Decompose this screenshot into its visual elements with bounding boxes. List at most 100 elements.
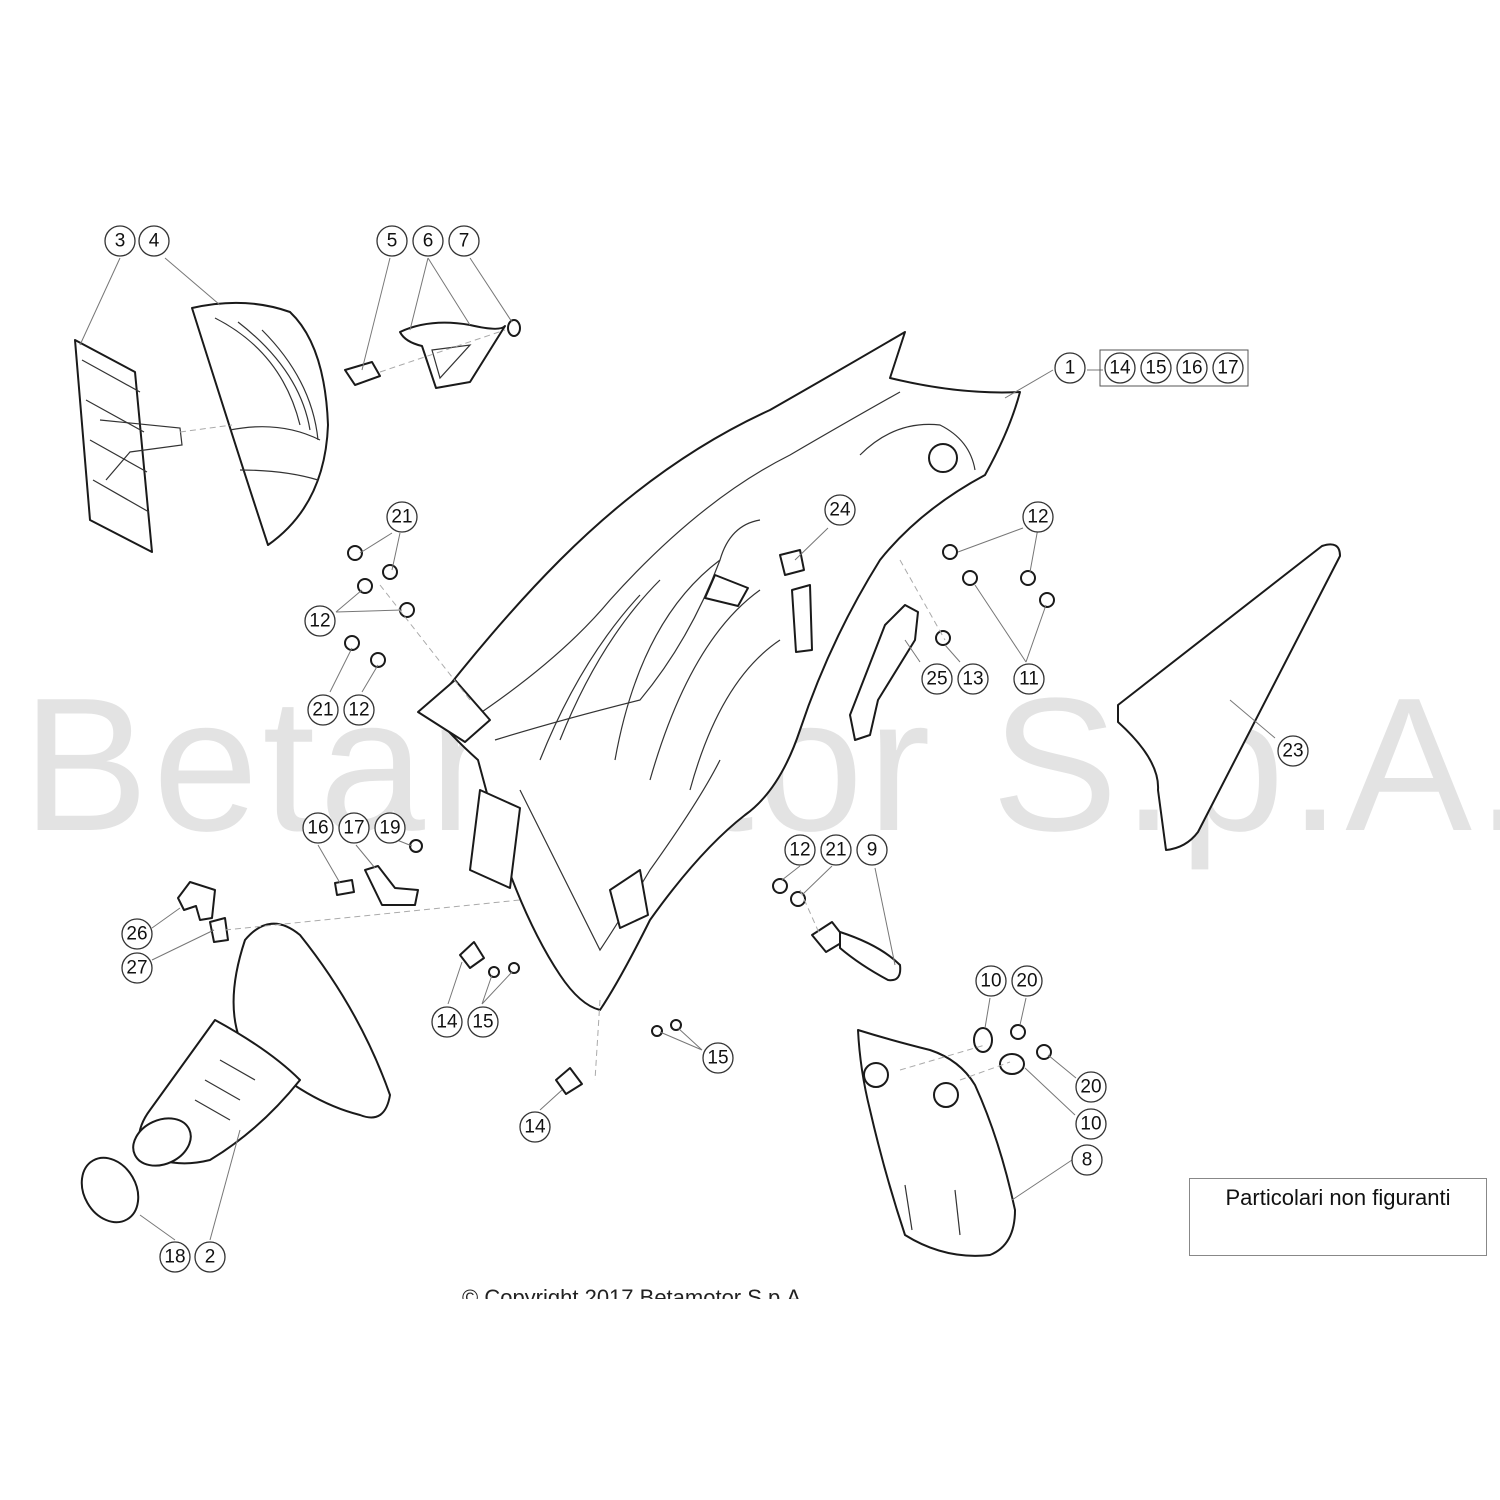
- callout-20-upper: 20: [1011, 965, 1043, 997]
- callout-10-upper: 10: [975, 965, 1007, 997]
- svg-text:12: 12: [309, 611, 330, 632]
- svg-text:3: 3: [115, 231, 126, 252]
- svg-text:7: 7: [459, 231, 470, 252]
- svg-text:23: 23: [1282, 741, 1303, 762]
- clip-14b: [555, 1067, 583, 1095]
- callout-12-lower: 12: [784, 834, 816, 866]
- leader-lines: [79, 257, 1276, 1241]
- clip-14a: [459, 941, 485, 969]
- svg-text:14: 14: [524, 1117, 546, 1138]
- svg-text:21: 21: [825, 840, 846, 861]
- svg-text:10: 10: [980, 971, 1001, 992]
- svg-text:8: 8: [1082, 1150, 1093, 1171]
- svg-text:19: 19: [379, 818, 400, 839]
- vent-clip: [209, 917, 229, 943]
- svg-text:12: 12: [348, 700, 369, 721]
- svg-text:15: 15: [1145, 358, 1166, 379]
- intake-boot: [132, 922, 391, 1167]
- svg-text:5: 5: [387, 231, 398, 252]
- bracket-17: [364, 865, 419, 906]
- copyright-text: © Copyright 2017 Betamotor S.p.A.: [462, 1285, 807, 1310]
- air-filter-element: [191, 301, 329, 546]
- svg-text:16: 16: [1181, 358, 1202, 379]
- callout-19: 19: [374, 812, 406, 844]
- callout-13: 13: [957, 663, 989, 695]
- callout-16: 16: [302, 812, 334, 844]
- callout-15-lower: 15: [702, 1042, 734, 1074]
- bracket-24b: [791, 584, 813, 653]
- svg-text:6: 6: [423, 231, 434, 252]
- bracket-24: [779, 549, 805, 576]
- callout-24: 24: [824, 494, 856, 526]
- svg-text:11: 11: [1019, 669, 1039, 690]
- svg-text:27: 27: [126, 958, 147, 979]
- kit-item-15: 15: [1140, 352, 1172, 384]
- svg-text:15: 15: [472, 1012, 493, 1033]
- callout-1: 1: [1054, 352, 1086, 384]
- svg-text:12: 12: [1027, 507, 1048, 528]
- filter-cage-plate: [74, 339, 153, 553]
- svg-text:17: 17: [343, 818, 364, 839]
- heat-shield: [857, 1029, 1016, 1257]
- bracket-25: [849, 604, 919, 741]
- callout-7: 7: [448, 225, 480, 257]
- filter-clip-pin: [344, 361, 381, 386]
- svg-text:4: 4: [149, 231, 160, 252]
- copyright-clip: © Copyright 2017 Betamotor S.p.A.: [462, 1285, 807, 1310]
- filter-clip-assembly: [344, 319, 521, 389]
- svg-text:10: 10: [1080, 1114, 1101, 1135]
- airbox-body: [417, 331, 1021, 1011]
- callout-27: 27: [121, 952, 153, 984]
- svg-text:24: 24: [829, 500, 851, 521]
- callout-26: 26: [121, 918, 153, 950]
- svg-text:15: 15: [707, 1048, 728, 1069]
- beta-logo-plate: [704, 574, 749, 607]
- vent-elbow: [177, 881, 216, 921]
- svg-text:17: 17: [1217, 358, 1238, 379]
- kit-item-14: 14: [1104, 352, 1136, 384]
- callout-12-right: 12: [1022, 501, 1054, 533]
- callout-15-mid: 15: [467, 1006, 499, 1038]
- svg-text:26: 26: [126, 924, 147, 945]
- svg-text:18: 18: [164, 1247, 185, 1268]
- callout-20-lower: 20: [1075, 1071, 1107, 1103]
- svg-text:1: 1: [1065, 358, 1076, 379]
- callout-18: 18: [159, 1241, 191, 1273]
- svg-text:9: 9: [867, 840, 878, 861]
- svg-text:13: 13: [962, 669, 983, 690]
- svg-text:20: 20: [1080, 1077, 1101, 1098]
- kit-item-17: 17: [1212, 352, 1244, 384]
- kit-group-box: [1099, 349, 1249, 387]
- callout-3: 3: [104, 225, 136, 257]
- callout-10-lower: 10: [1075, 1108, 1107, 1140]
- air-filter-assembly: [74, 301, 329, 553]
- svg-text:14: 14: [436, 1012, 458, 1033]
- callout-17: 17: [338, 812, 370, 844]
- hose-clamp: [80, 1156, 140, 1224]
- callout-25: 25: [921, 663, 953, 695]
- callout-5: 5: [376, 225, 408, 257]
- callout-21-mid: 21: [307, 694, 339, 726]
- callout-8: 8: [1071, 1144, 1103, 1176]
- alignment-lines: [224, 559, 1011, 1081]
- callout-11: 11: [1013, 663, 1045, 695]
- svg-text:20: 20: [1016, 971, 1037, 992]
- callout-14-mid: 14: [431, 1006, 463, 1038]
- callout-9: 9: [856, 834, 888, 866]
- callout-12-upper: 12: [304, 605, 336, 637]
- foam-pad: [1117, 543, 1341, 851]
- svg-text:16: 16: [307, 818, 328, 839]
- washer: [507, 319, 521, 337]
- drain-hose: [811, 921, 902, 982]
- callout-21-upper: 21: [386, 501, 418, 533]
- callout-6: 6: [412, 225, 444, 257]
- callout-4: 4: [138, 225, 170, 257]
- airbox-boss: [928, 443, 958, 473]
- hardware: [334, 544, 1055, 1075]
- svg-text:12: 12: [789, 840, 810, 861]
- svg-text:21: 21: [391, 507, 412, 528]
- svg-text:21: 21: [312, 700, 333, 721]
- callout-23: 23: [1277, 735, 1309, 767]
